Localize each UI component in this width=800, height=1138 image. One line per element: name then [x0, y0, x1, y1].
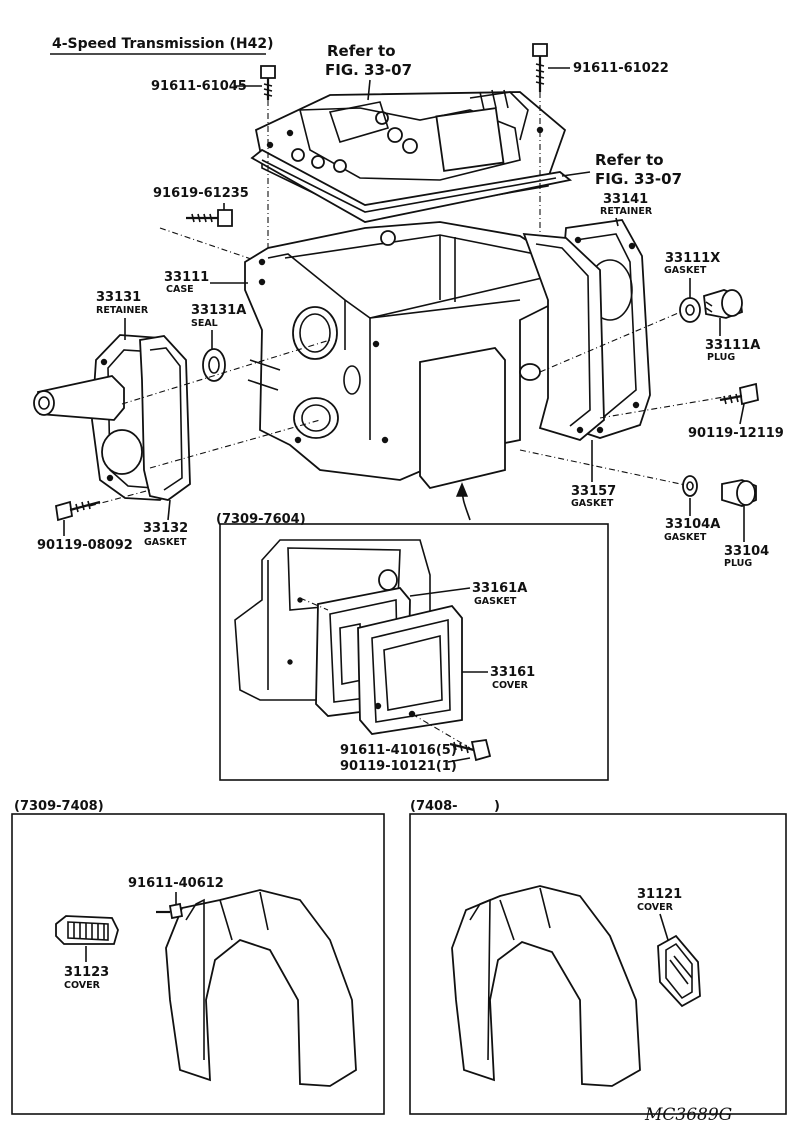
label-33104-name: PLUG	[724, 558, 752, 569]
seal-33131a-icon	[202, 348, 226, 382]
rear-gasket	[522, 232, 605, 442]
inset-center-period: (7309-7604)	[216, 512, 306, 527]
label-31123-name: COVER	[64, 980, 101, 991]
label-33111: 33111	[164, 270, 209, 285]
label-31123: 31123	[64, 965, 109, 980]
inset-right-period: (7408-	[410, 799, 458, 814]
plug-33104-icon	[721, 479, 757, 507]
plug-33111a-icon	[703, 289, 743, 319]
bolt-90119-08092-icon	[54, 500, 101, 522]
label-33104a: 33104A	[665, 517, 720, 532]
label-33132: 33132	[143, 521, 188, 536]
label-91611-61022: 91611-61022	[573, 61, 669, 76]
label-33131a-name: SEAL	[191, 318, 218, 329]
ref1-line2: FIG. 33-07	[325, 61, 412, 79]
label-bolt-90119-10121: 90119-10121(1)	[340, 759, 457, 774]
label-33111a: 33111A	[705, 338, 760, 353]
label-bolt-91611-41016: 91611-41016(5)	[340, 743, 457, 758]
label-33157: 33157	[571, 484, 616, 499]
inset-cover-7309-7408: (7309-7408)	[11, 799, 385, 1115]
ref1-line1: Refer to	[327, 42, 396, 60]
label-33131: 33131	[96, 290, 141, 305]
transmission-case	[244, 221, 561, 490]
front-gasket	[139, 335, 191, 501]
inset-cover-7408: (7408- )	[409, 799, 787, 1115]
label-91619-61235: 91619-61235	[153, 186, 249, 201]
label-33104a-name: GASKET	[664, 532, 707, 543]
label-33141: 33141	[603, 192, 648, 207]
label-33111a-name: PLUG	[707, 352, 735, 363]
label-33111x: 33111X	[665, 251, 720, 266]
label-33161a: 33161A	[472, 581, 527, 596]
ref2-line1: Refer to	[595, 151, 664, 169]
label-31121-name: COVER	[637, 902, 674, 913]
label-33104: 33104	[724, 544, 769, 559]
label-33131-name: RETAINER	[96, 305, 149, 316]
shift-cover-assembly	[254, 89, 567, 219]
inset-right-period-close: )	[494, 799, 500, 814]
bolt-90119-12119-icon	[719, 382, 759, 406]
label-33161a-name: GASKET	[474, 596, 517, 607]
label-33131a: 33131A	[191, 303, 246, 318]
inset-left-period: (7309-7408)	[14, 799, 104, 814]
label-33161: 33161	[490, 665, 535, 680]
label-33161-name: COVER	[492, 680, 529, 691]
inset-cover-7309-7604: (7309-7604)	[216, 512, 609, 781]
gasket-33104a-icon	[682, 475, 698, 497]
label-31121: 31121	[637, 887, 682, 902]
ref2-line2: FIG. 33-07	[595, 170, 682, 188]
label-33157-name: GASKET	[571, 498, 614, 509]
diagram-title: 4-Speed Transmission (H42)	[52, 36, 274, 52]
label-33111-name: CASE	[166, 284, 194, 295]
bolt-91619-61235-icon	[186, 209, 233, 227]
label-91611-61045: 91611-61045	[151, 79, 247, 94]
label-33132-name: GASKET	[144, 537, 187, 548]
figure-code: MC3689G	[644, 1105, 732, 1125]
top-cover-gasket	[250, 148, 573, 223]
label-90119-12119: 90119-12119	[688, 426, 784, 441]
gasket-33111x-icon	[679, 297, 701, 323]
label-90119-08092: 90119-08092	[37, 538, 133, 553]
label-33141-name: RETAINER	[600, 206, 653, 217]
label-91611-40612: 91611-40612	[128, 876, 224, 891]
label-33111x-name: GASKET	[664, 265, 707, 276]
bolt-91611-61022-icon	[532, 43, 548, 92]
bolt-91611-61045-icon	[260, 65, 276, 100]
